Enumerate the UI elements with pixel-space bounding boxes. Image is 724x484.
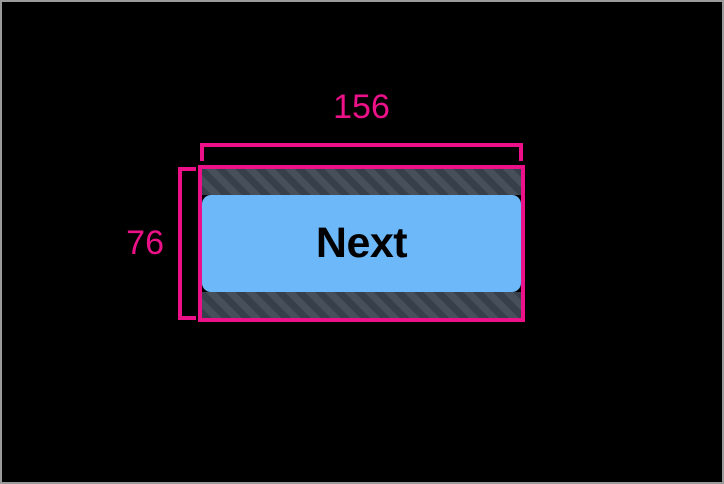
next-button-label: Next xyxy=(315,219,408,267)
next-button[interactable]: Next xyxy=(202,195,521,292)
spacing-hatch-bottom xyxy=(202,292,521,318)
height-dimension-label: 76 xyxy=(126,224,164,262)
spacing-hatch-top xyxy=(202,169,521,195)
width-dimension-label: 156 xyxy=(333,88,390,126)
width-dimension-bracket xyxy=(200,143,523,161)
element-bounding-box[interactable]: Next xyxy=(198,165,525,322)
height-dimension-bracket xyxy=(178,167,196,320)
